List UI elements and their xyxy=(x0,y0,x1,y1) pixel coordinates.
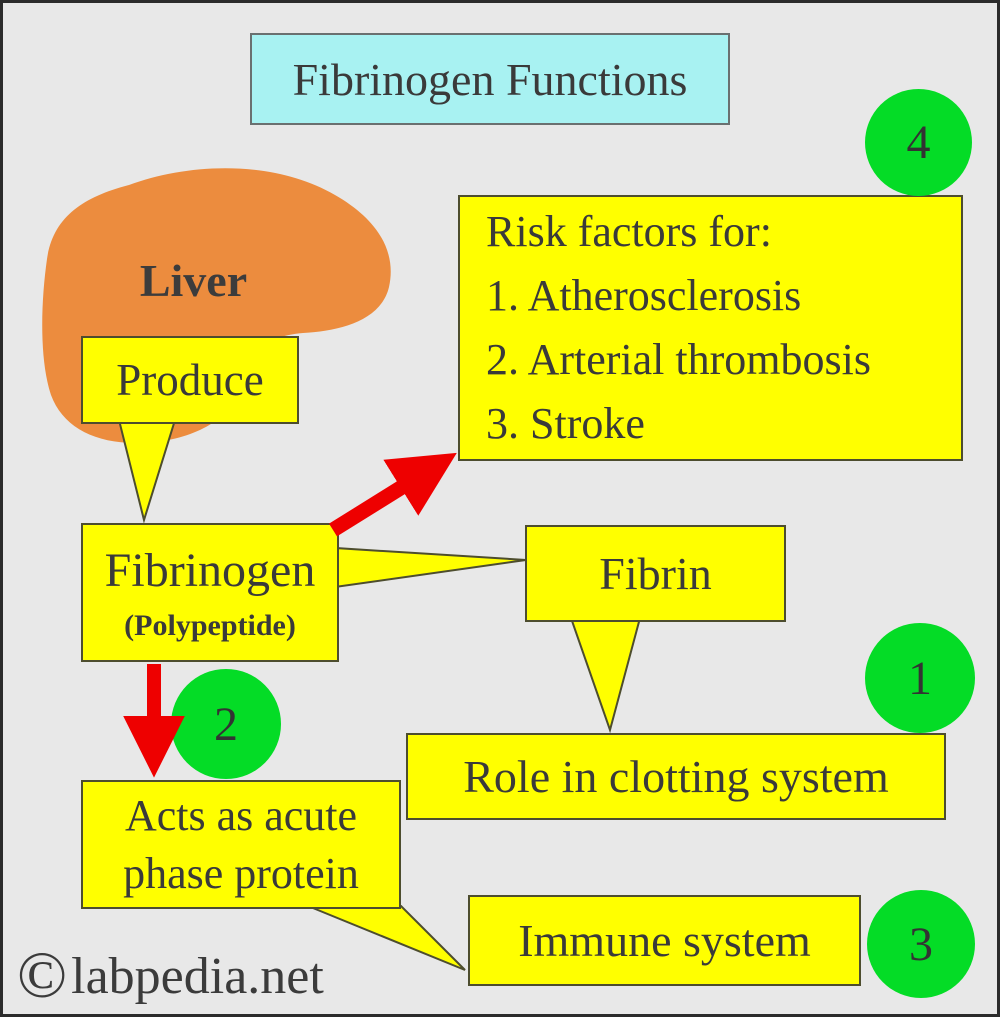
fibrin-label: Fibrin xyxy=(599,548,712,599)
diagram-title-box: Fibrinogen Functions xyxy=(250,33,730,125)
risk-factors-box: Risk factors for: 1. Atherosclerosis 2. … xyxy=(458,195,963,461)
diagram-title: Fibrinogen Functions xyxy=(292,53,688,105)
badge-acute-phase-number: 2 xyxy=(214,697,238,751)
produce-callout-tail xyxy=(117,419,177,524)
fibrin-callout-tail xyxy=(569,617,642,734)
acute-phase-box: Acts as acute phase protein xyxy=(81,780,401,909)
acute-phase-line: phase protein xyxy=(123,848,359,898)
clotting-system-label: Role in clotting system xyxy=(463,751,889,802)
copyright: © labpedia.net xyxy=(17,941,324,1011)
liver-label: Liver xyxy=(139,254,248,306)
risk-factors-line: 1. Atherosclerosis xyxy=(486,271,802,320)
fibrinogen-box: Fibrinogen (Polypeptide) xyxy=(81,523,339,662)
immune-system-box: Immune system xyxy=(468,895,861,986)
badge-risk-factors: 4 xyxy=(865,89,972,196)
fibrinogen-label: Fibrinogen xyxy=(104,543,316,597)
badge-immune-number: 3 xyxy=(909,917,933,971)
risk-factors-line: Risk factors for: xyxy=(486,207,772,256)
badge-risk-factors-number: 4 xyxy=(906,116,931,169)
risk-factors-line: 2. Arterial thrombosis xyxy=(486,335,871,384)
fibrinogen-callout-tail xyxy=(334,546,527,589)
acts-callout-tail xyxy=(307,905,466,971)
badge-acute-phase: 2 xyxy=(171,669,281,779)
fibrinogen-sublabel: (Polypeptide) xyxy=(124,608,296,642)
risk-factors-line: 3. Stroke xyxy=(486,399,645,448)
fibrin-box: Fibrin xyxy=(525,525,786,622)
produce-label: Produce xyxy=(116,355,264,405)
produce-box: Produce xyxy=(81,336,299,424)
immune-system-label: Immune system xyxy=(518,915,811,966)
copyright-text: labpedia.net xyxy=(71,947,324,1005)
badge-clotting: 1 xyxy=(865,623,975,733)
clotting-system-box: Role in clotting system xyxy=(406,733,946,820)
acute-phase-line: Acts as acute xyxy=(124,790,358,840)
badge-clotting-number: 1 xyxy=(908,651,932,705)
badge-immune: 3 xyxy=(867,890,975,998)
copyright-icon: © xyxy=(17,939,68,1012)
